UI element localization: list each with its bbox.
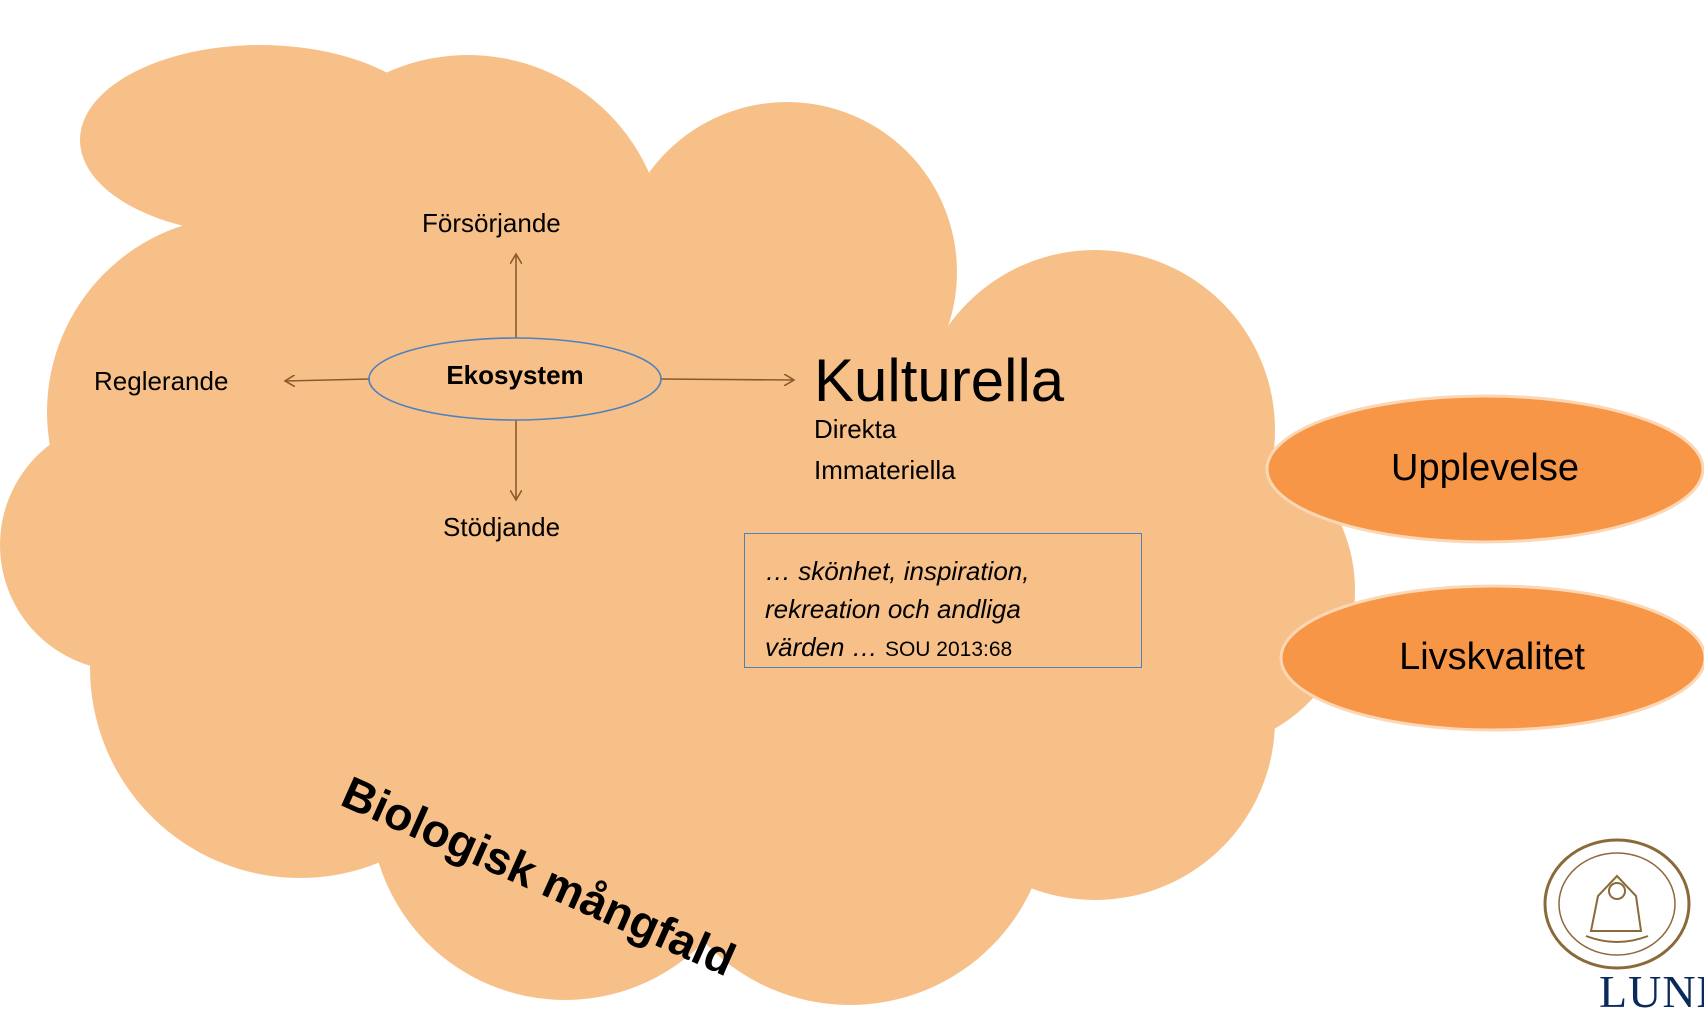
arrow-left bbox=[285, 379, 371, 381]
upplevelse-oval bbox=[1265, 394, 1704, 544]
quote-box: … skönhet, inspiration, rekreation och a… bbox=[744, 533, 1142, 668]
lunds-wordmark: LUNDS bbox=[1599, 966, 1704, 1017]
quote-body: … skönhet, inspiration, rekreation och a… bbox=[765, 556, 1030, 662]
label-ekosystem: Ekosystem bbox=[446, 360, 584, 390]
quote-source: SOU 2013:68 bbox=[884, 638, 1013, 661]
label-stodjande: Stödjande bbox=[443, 512, 561, 542]
livskvalitet-oval bbox=[1279, 584, 1704, 732]
arrow-right bbox=[659, 379, 794, 380]
university-seal-icon bbox=[1543, 838, 1691, 970]
label-livskvalitet: Livskvalitet bbox=[1399, 636, 1585, 678]
ecosystem-ellipse bbox=[368, 337, 662, 421]
label-direkta: Direkta bbox=[814, 414, 897, 444]
biodiversity-cloud bbox=[0, 45, 1355, 1005]
label-immateriella: Immateriella bbox=[814, 455, 956, 485]
label-upplevelse: Upplevelse bbox=[1391, 447, 1579, 489]
label-reglerande: Reglerande bbox=[94, 366, 229, 396]
label-forsorjande: Försörjande bbox=[422, 208, 561, 238]
label-kulturella: Kulturella bbox=[814, 347, 1065, 414]
quote-text: … skönhet, inspiration, rekreation och a… bbox=[765, 552, 1141, 669]
